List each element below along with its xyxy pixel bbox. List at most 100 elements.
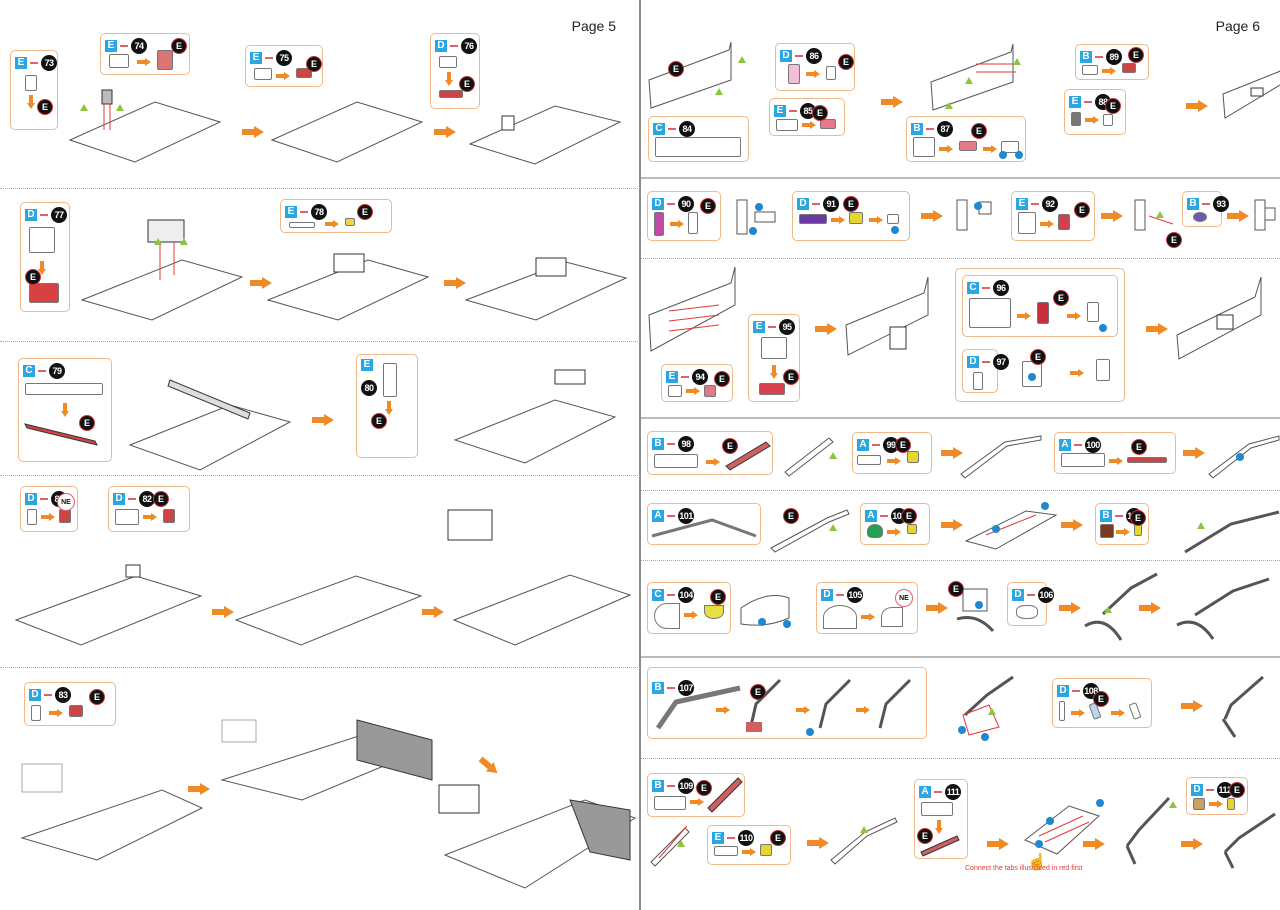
row-separator <box>0 341 640 342</box>
flat-part-icon <box>973 372 983 390</box>
arrow-right-icon <box>742 848 756 856</box>
arrow-down-icon <box>38 261 46 275</box>
folded-part-icon <box>1001 141 1019 153</box>
step-number: 86 <box>806 48 822 64</box>
target-badge: E <box>1130 510 1146 526</box>
row-separator <box>641 758 1280 759</box>
folded-part-icon <box>849 212 863 224</box>
arrow-right-icon <box>1067 312 1081 320</box>
page-divider <box>639 0 641 910</box>
bracket-drawing <box>1254 199 1276 231</box>
step-number: 93 <box>1213 196 1229 212</box>
arrow-right-icon <box>983 145 997 153</box>
sheet-badge: E <box>1016 198 1028 210</box>
row-separator <box>0 667 640 668</box>
next-arrow-icon <box>881 96 903 108</box>
step-number: 97 <box>993 354 1009 370</box>
arrow-down-icon <box>385 401 393 415</box>
align-marker-icon <box>180 238 188 245</box>
folded-part-icon <box>759 383 785 395</box>
sheet-badge: D <box>780 50 792 62</box>
folded-part-icon <box>907 524 917 534</box>
base-plate-drawing <box>266 253 430 321</box>
row-separator <box>641 490 1280 491</box>
flat-part-icon <box>1193 798 1205 810</box>
folded-part-icon <box>296 68 312 78</box>
arrow-right-icon <box>325 220 339 228</box>
glue-dot-icon <box>783 620 791 628</box>
next-arrow-icon <box>921 210 943 222</box>
target-badge: E <box>710 589 726 605</box>
base-plate-drawing <box>80 219 244 321</box>
flat-part-icon <box>799 214 827 224</box>
base-plate-drawing <box>20 763 204 861</box>
target-badge: E <box>895 437 911 453</box>
base-plate-drawing <box>14 564 203 646</box>
arrow-down-icon <box>770 365 778 379</box>
next-arrow-icon <box>1146 323 1168 335</box>
folded-part-icon <box>1128 702 1142 720</box>
arrow-right-icon <box>1070 369 1084 377</box>
page-number: Page 5 <box>571 18 616 34</box>
sheet-badge: A <box>865 510 877 522</box>
row-separator <box>641 560 1280 561</box>
glue-dot-icon <box>755 203 763 211</box>
flat-part-icon <box>439 56 457 68</box>
step-number: 91 <box>823 196 839 212</box>
target-badge: E <box>750 684 766 700</box>
target-badge: E <box>357 204 373 220</box>
step-number: 82 <box>139 491 155 507</box>
arrow-right-icon <box>49 709 63 717</box>
arm-assembly-drawing <box>1176 577 1270 640</box>
target-badge: E <box>812 105 828 121</box>
folded-part-icon <box>24 423 98 446</box>
sheet-badge: B <box>652 780 664 792</box>
assembled-plate-drawing <box>468 105 622 165</box>
arrow-right-icon <box>706 458 720 466</box>
align-marker-icon <box>860 826 868 833</box>
flat-part-icon <box>27 509 37 525</box>
target-badge: E <box>1030 349 1046 365</box>
row-separator <box>641 656 1280 658</box>
sheet-badge: A <box>1059 439 1071 451</box>
arrow-right-icon <box>1085 116 1099 124</box>
next-arrow-icon <box>250 277 272 289</box>
align-marker-icon <box>829 524 837 531</box>
glue-dot-icon <box>1041 502 1049 510</box>
folded-part-icon <box>1227 798 1235 810</box>
folded-part-icon <box>1058 214 1070 230</box>
align-marker-icon <box>154 238 162 245</box>
flat-part-icon <box>383 363 397 397</box>
glue-dot-icon <box>1096 799 1104 807</box>
sheet-badge: B <box>1080 51 1092 63</box>
folded-part-icon <box>1037 302 1049 324</box>
arrow-right-icon <box>716 706 730 714</box>
target-badge: E <box>917 828 933 844</box>
next-arrow-icon <box>242 126 264 138</box>
next-arrow-icon <box>1227 210 1249 222</box>
target-badge: E <box>668 61 684 77</box>
next-arrow-icon <box>1059 602 1081 614</box>
step-label: D 86 <box>780 48 822 64</box>
sheet-badge: D <box>25 493 37 505</box>
